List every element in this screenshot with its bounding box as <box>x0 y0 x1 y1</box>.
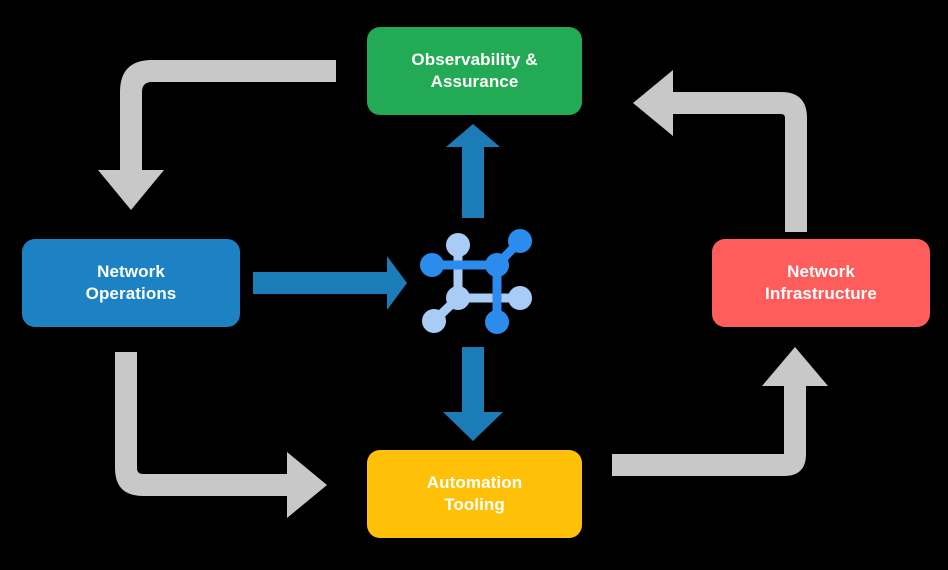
icon-node-dark-hub <box>485 253 509 277</box>
arrow-observability-to-operations <box>98 60 336 210</box>
arrow-hub-to-observability <box>446 124 500 218</box>
node-label-operations: Network Operations <box>85 261 177 303</box>
icon-node-dark-bottom <box>485 310 509 334</box>
icon-node-light-center <box>446 286 470 310</box>
arrow-automation-to-infrastructure <box>612 347 828 476</box>
icon-node-dark-topright <box>508 229 532 253</box>
node-label-automation: Automation Tooling <box>426 472 523 514</box>
icon-node-light-top <box>446 233 470 257</box>
node-box-automation[interactable]: Automation Tooling <box>367 450 582 538</box>
arrow-infrastructure-to-observability <box>633 70 807 232</box>
arrow-hub-to-automation <box>443 347 503 441</box>
node-box-observability[interactable]: Observability & Assurance <box>367 27 582 115</box>
arrow-operations-to-automation <box>115 352 327 518</box>
arrow-operations-to-hub <box>253 256 407 310</box>
icon-node-light-right <box>508 286 532 310</box>
node-box-infrastructure[interactable]: Network Infrastructure <box>712 239 930 327</box>
icon-node-dark-left <box>420 253 444 277</box>
node-box-operations[interactable]: Network Operations <box>22 239 240 327</box>
node-label-infrastructure: Network Infrastructure <box>765 261 877 303</box>
node-label-observability: Observability & Assurance <box>411 49 538 91</box>
icon-node-light-bottomleft <box>422 309 446 333</box>
